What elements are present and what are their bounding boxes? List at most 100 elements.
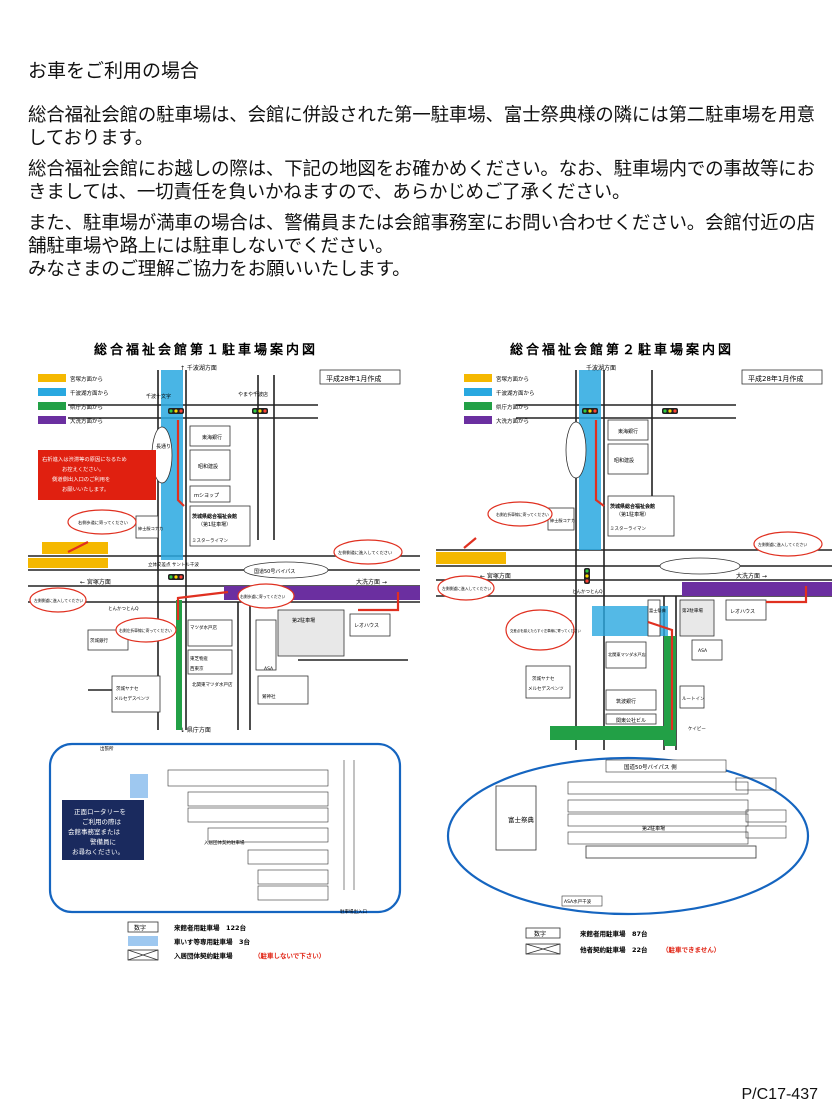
map2-title: 総合福祉会館第２駐車場案内図 [510, 342, 734, 358]
map-label: ｍシヨップ [194, 493, 219, 499]
callout-text: 右側左折車線に寄ってください [119, 628, 172, 633]
lot-road-label-box [605, 759, 727, 773]
info-line: お尋ねください。 [72, 848, 124, 856]
fuji-saiten-building [495, 785, 537, 851]
direction-top: ↑ 千波湖方面 [180, 364, 217, 372]
callout-text: 右側歩道に寄ってください [240, 594, 285, 599]
map-label: ASA [264, 666, 274, 672]
route-prefecture-bottom [550, 726, 676, 740]
direction-bottom: ↓ 県庁方面 [180, 726, 211, 734]
lot-label: 駐車場出入口 [340, 908, 367, 915]
map1-date: 平成28年1月作成 [326, 374, 381, 383]
warning-line: お控えください。 [62, 465, 104, 473]
map2-callouts [437, 501, 823, 651]
legend-swatch-oarai [464, 416, 492, 424]
key-text: 来館者用駐車場 122台 [173, 923, 247, 932]
map2-building-sub: （第1駐車場） [616, 511, 649, 518]
road-sign-oval [243, 561, 329, 579]
paragraph-full-lot-text: また、駐車場が満車の場合は、警備員または会館事務室にお問い合わせください。会館付… [28, 213, 815, 257]
page-heading: お車をご利用の場合 [28, 60, 200, 82]
paragraph-thanks: みなさまのご理解ご協力をお願いいたします。 [28, 259, 411, 280]
map-label: 紳士服コナカ [550, 517, 575, 524]
map1-key: 数字 来館者用駐車場 122台 車いす等専用駐車場 3台 入居団体契約駐車場 （… [127, 921, 325, 961]
traffic-light-icon [584, 568, 590, 584]
road-sign: 立体交差点 サントル千波 [148, 561, 199, 568]
lot-label: 出張所 [100, 745, 114, 752]
legend-label: 宮塚方面から [70, 375, 103, 383]
legend-label: 宮塚方面から [496, 375, 529, 383]
map2-legend: 宮塚方面から 千波湖方面から 県庁方面から 大洗方面から [464, 374, 535, 425]
lot-grid [567, 777, 787, 845]
paragraph-parking-overview: 総合福祉会館の駐車場は、会館に併設された第一駐車場、富士祭典様の隣には第二駐車場… [28, 105, 815, 149]
route-prefecture [176, 600, 182, 730]
direction-right: 大洗方面 → [736, 572, 767, 580]
key-text: 車いす等専用駐車場 3台 [174, 937, 251, 946]
contract-parking-strip [585, 845, 757, 859]
callout-text: 左側側道に進入してください [442, 586, 491, 591]
legend-swatch-prefecture [464, 402, 492, 410]
map-label: 富士祭典 [649, 607, 666, 614]
route-oarai [682, 582, 832, 596]
map-label: 茨城銀行 [90, 637, 108, 644]
map-label: メルセデスベンツ [114, 695, 150, 702]
key-text: 入居団体契約駐車場 [173, 951, 233, 960]
traffic-light-icon [168, 408, 184, 414]
map2-buildings [525, 419, 767, 725]
callout-text: 左側側道に進入してください [34, 598, 83, 603]
lot-label: 富士祭典 [508, 815, 535, 824]
lot-grid [167, 760, 355, 901]
info-line: ご利用の際は [82, 817, 122, 826]
map2-date: 平成28年1月作成 [748, 374, 803, 383]
road-sign: やまや千波店 [238, 391, 268, 398]
legend-label: 千波湖方面から [70, 389, 109, 397]
map-label: 昭和建設 [198, 463, 218, 470]
key-note: （駐車できません） [662, 945, 720, 954]
callout-text: 右側歩道に寄ってください [78, 519, 128, 526]
info-line: 会館事務室または [68, 827, 121, 836]
route-senba [579, 370, 601, 550]
map-label: 筑波銀行 [616, 698, 636, 705]
legend-label: 大洗方面から [70, 417, 103, 425]
map2-lot-diagram [446, 756, 810, 916]
map1-callouts [29, 509, 403, 643]
key-symbol: 数字 [534, 930, 546, 938]
map-label: 昭和建設 [614, 457, 634, 464]
wheelchair-spaces [130, 774, 148, 798]
map-label: 東芝物産 [190, 655, 208, 662]
map-label: 西東京 [190, 665, 204, 672]
route-senba [161, 370, 183, 560]
map-label: 東海銀行 [618, 428, 638, 435]
map2-key: 数字 来館者用駐車場 87台 他者契約駐車場 22台 （駐車できません） [525, 927, 720, 955]
callout-text: 交差点を越えたらすぐ左車線に寄ってください [510, 628, 581, 633]
map1-buildings [87, 425, 391, 713]
map2-date-box [741, 369, 823, 385]
map-label: 北関東マツダ水戸店 [608, 651, 646, 658]
map-label: 茨城ヤナセ [116, 685, 139, 692]
map-label: ミスターライマン [192, 537, 228, 544]
map-label: 北関東マツダ水戸店 [192, 681, 233, 688]
legend-label: 千波湖方面から [496, 389, 535, 397]
map-label: 鷲神社 [262, 693, 276, 700]
document-code: P/C17-437 [741, 1086, 819, 1103]
lot-label: ASA水戸千波 [564, 898, 592, 905]
map-label: ミスターライマン [610, 525, 646, 532]
legend-swatch-prefecture [38, 402, 66, 410]
key-note: （駐車しないで下さい） [254, 951, 325, 960]
lot-label: 入居団体契約駐車場 [204, 839, 245, 846]
callout-text: 左側側道に進入してください [338, 549, 392, 556]
map-label: マツダ水戸店 [190, 624, 217, 631]
direction-right: 大洗方面 → [356, 578, 387, 586]
warning-line: 右折進入は渋滞等の原因になるため [42, 455, 127, 463]
road-sign: 千波十文字 [146, 393, 171, 400]
callout-text: 左側側道に進入してください [758, 542, 807, 547]
key-text: 他者契約駐車場 22台 [579, 945, 648, 954]
warning-line: お願いいたします。 [62, 486, 109, 493]
traffic-light-icon [662, 408, 678, 414]
legend-swatch-mito [464, 374, 492, 382]
legend-swatch-oarai [38, 416, 66, 424]
map-label: 第2駐車場 [682, 607, 703, 614]
info-line: 正面ロータリーを [74, 807, 126, 816]
road-sign-oval [659, 557, 741, 575]
lot-label: 第2駐車場 [642, 825, 665, 832]
legend-label: 県庁方面から [496, 403, 529, 411]
